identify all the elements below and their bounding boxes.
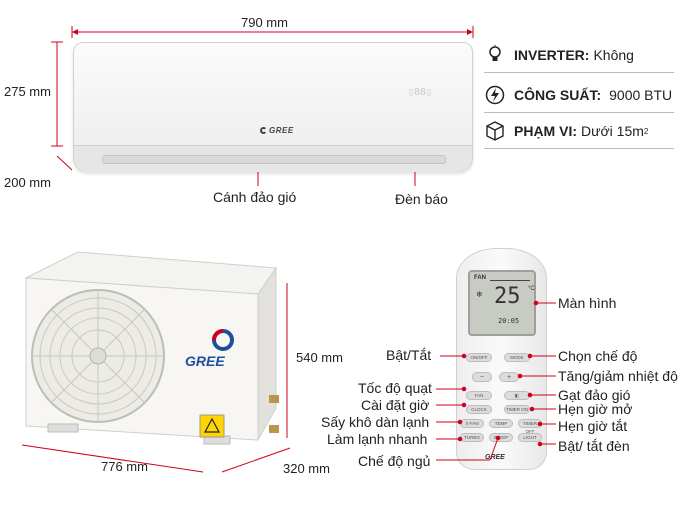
remote-label-timer-off: Hẹn giờ tắt bbox=[558, 418, 628, 434]
indicator-label: Đèn báo bbox=[395, 191, 448, 207]
louver bbox=[102, 155, 446, 164]
indoor-height-label: 275 mm bbox=[4, 84, 51, 99]
remote-label-light: Bật/ tắt đèn bbox=[558, 438, 630, 454]
indoor-brand-text: GREE bbox=[269, 126, 294, 135]
remote-label-turbo: Làm lạnh nhanh bbox=[327, 431, 428, 447]
sleep-button[interactable]: SLEEP bbox=[489, 433, 513, 442]
spec-range-sup: 2 bbox=[643, 126, 649, 136]
remote-label-power: Bật/Tắt bbox=[386, 347, 432, 363]
remote-control: FAN ❄ 25 °C 20:05 ON/OFF MODE − + FAN ◧ … bbox=[456, 248, 547, 470]
outdoor-depth-label: 320 mm bbox=[283, 461, 330, 476]
remote-label-dry: Sấy khô dàn lạnh bbox=[321, 414, 430, 430]
remote-screen-time: 20:05 bbox=[498, 317, 520, 325]
cube-icon bbox=[484, 120, 506, 142]
spec-power-label: CÔNG SUẤT: bbox=[514, 87, 602, 103]
indoor-unit: ▯88▯ GREE bbox=[73, 42, 473, 172]
light-button[interactable]: LIGHT bbox=[518, 433, 542, 442]
spec-inverter: INVERTER: Không bbox=[484, 40, 634, 70]
clock-button[interactable]: CLOCK bbox=[466, 405, 492, 414]
spec-inverter-label: INVERTER: bbox=[514, 47, 590, 63]
remote-label-mode: Chọn chế độ bbox=[558, 348, 638, 364]
fan-button[interactable]: FAN bbox=[466, 391, 492, 400]
indoor-width-label: 790 mm bbox=[241, 15, 288, 30]
remote-screen-fan: FAN bbox=[474, 275, 486, 281]
spec-divider bbox=[484, 112, 674, 113]
remote-label-swing: Gạt đảo gió bbox=[558, 387, 631, 403]
remote-brand-text: GREE bbox=[485, 454, 505, 461]
temp-down-button[interactable]: − bbox=[472, 372, 492, 382]
spec-inverter-value: Không bbox=[593, 47, 634, 63]
louver-label: Cánh đảo gió bbox=[213, 189, 297, 205]
spec-range-value: Dưới 15m bbox=[581, 123, 644, 139]
indicator-display: ▯88▯ bbox=[408, 87, 433, 98]
outdoor-brand-text: GREE bbox=[185, 353, 225, 369]
lightbulb-icon bbox=[484, 44, 506, 66]
remote-screen: FAN ❄ 25 °C 20:05 bbox=[468, 270, 536, 336]
outdoor-height-label: 540 mm bbox=[296, 350, 343, 365]
timer-on-button[interactable]: TIMER ON bbox=[504, 405, 530, 414]
remote-screen-label: Màn hình bbox=[558, 295, 617, 311]
onoff-button[interactable]: ON/OFF bbox=[466, 353, 492, 362]
remote-label-sleep: Chế độ ngủ bbox=[358, 453, 431, 469]
spec-power-value: 9000 BTU bbox=[609, 87, 673, 103]
temp-button[interactable]: TEMP bbox=[489, 419, 513, 428]
remote-label-fan-speed: Tốc độ quạt bbox=[358, 380, 432, 396]
outdoor-unit bbox=[24, 251, 279, 445]
remote-label-temp: Tăng/giảm nhiệt độ bbox=[558, 368, 678, 384]
outdoor-width-label: 776 mm bbox=[101, 459, 148, 474]
indoor-brand-logo: GREE bbox=[260, 126, 294, 135]
spec-range-label: PHẠM VI: bbox=[514, 123, 577, 139]
spec-power: CÔNG SUẤT: 9000 BTU bbox=[484, 80, 672, 110]
lightning-icon bbox=[484, 84, 506, 106]
spec-divider bbox=[484, 148, 674, 149]
remote-screen-unit: °C bbox=[528, 286, 535, 292]
indoor-depth-label: 200 mm bbox=[4, 175, 51, 190]
snowflake-icon: ❄ bbox=[476, 290, 483, 299]
remote-screen-fan-bars bbox=[490, 275, 530, 281]
remote-label-clock: Cài đặt giờ bbox=[361, 397, 430, 413]
spec-divider bbox=[484, 72, 674, 73]
remote-screen-temp: 25 bbox=[494, 284, 521, 309]
remote-label-timer-on: Hẹn giờ mở bbox=[558, 401, 633, 417]
